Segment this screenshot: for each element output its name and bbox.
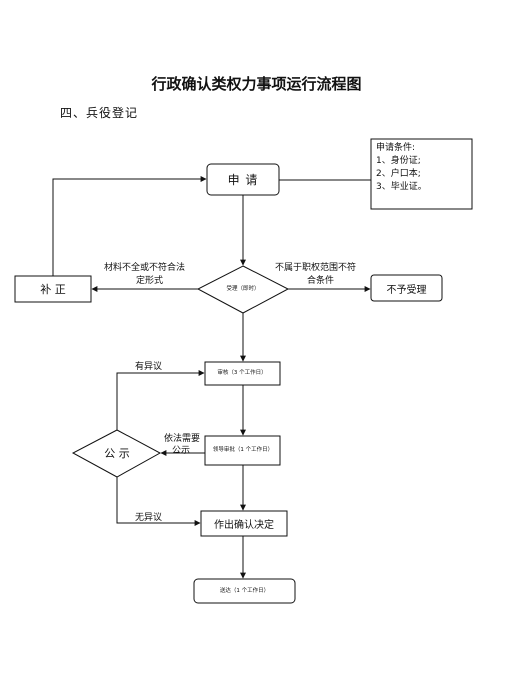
condition-item: 3、毕业证。 — [376, 182, 427, 192]
no-objection-label: 无异议 — [135, 513, 163, 523]
publicity-no-objection-arrow — [116, 477, 201, 526]
conditions-title: 申请条件: — [376, 143, 416, 153]
publicity-label: 公 示 — [104, 447, 130, 460]
conditions-list: 申请条件: 1、身份证; 2、户口本; 3、毕业证。 — [376, 142, 427, 194]
reject-box — [370, 274, 443, 302]
incomplete-label-line1: 材料不全或不符合法 — [104, 263, 186, 273]
incomplete-label-line2: 定形式 — [136, 276, 164, 286]
deliver-label: 送达（1 个工作日） — [219, 587, 270, 594]
deliver-box — [193, 578, 296, 604]
review-label: 审核（3 个工作日） — [217, 370, 267, 376]
condition-item: 1、身份证; — [376, 156, 421, 166]
accept-label: 受理（即时） — [226, 286, 260, 292]
publicity-objection-arrow — [116, 370, 205, 430]
need-publicity-label-line2: 公示 — [172, 446, 191, 456]
apply-label: 申 请 — [227, 173, 259, 187]
decision-box — [200, 510, 288, 537]
objection-label: 有异议 — [135, 362, 163, 372]
correct-label: 补 正 — [40, 283, 66, 296]
approve-label: 领导审批（1 个工作日） — [212, 447, 274, 453]
out-of-scope-label-line2: 合条件 — [307, 276, 335, 286]
condition-item: 2、户口本; — [376, 169, 421, 179]
page-subtitle: 四、兵役登记 — [60, 106, 139, 120]
conditions-box — [370, 138, 473, 210]
decision-label: 作出确认决定 — [214, 520, 274, 531]
reject-label: 不予受理 — [386, 284, 427, 296]
need-publicity-label-line1: 依法需要 — [164, 434, 201, 444]
page-title: 行政确认类权力事项运行流程图 — [151, 75, 362, 93]
correct-to-apply-arrow — [52, 176, 207, 276]
out-of-scope-label-line1: 不属于职权范围不符 — [275, 263, 357, 273]
